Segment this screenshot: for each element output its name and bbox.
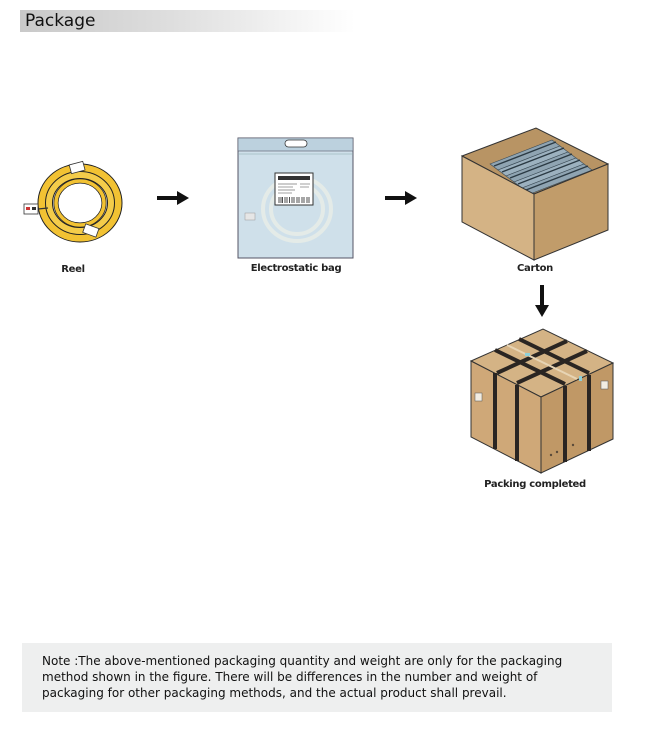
note-prefix: Note : [42,654,79,668]
step-label-packing-completed: Packing completed [484,479,586,490]
bag-icon [237,137,354,259]
section-header: Package [20,10,355,32]
packed-box-image [469,327,615,475]
step-label-electrostatic-bag: Electrostatic bag [250,263,342,274]
packed-box-icon [469,328,615,474]
arrow-down-icon [535,285,549,317]
note-text: Note :The above-mentioned packaging quan… [42,653,582,701]
electrostatic-bag-image [237,137,354,259]
step-label-reel: Reel [61,264,85,275]
reel-icon [23,160,123,243]
arrow-right-icon [157,191,189,205]
arrow-right-icon [385,191,417,205]
reel-image [18,160,128,250]
note-box: Note :The above-mentioned packaging quan… [22,643,612,712]
note-body: The above-mentioned packaging quantity a… [42,654,563,700]
carton-icon [460,127,610,261]
carton-image [460,126,612,262]
step-label-carton: Carton [517,263,553,274]
section-title: Package [25,11,96,31]
